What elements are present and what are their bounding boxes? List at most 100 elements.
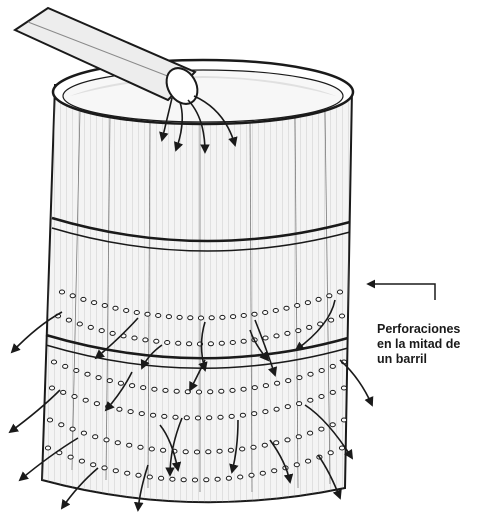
- perforation-hole: [327, 294, 332, 298]
- perforation-hole: [307, 325, 312, 329]
- perforation-hole: [181, 478, 186, 482]
- perforation-hole: [219, 341, 224, 345]
- perforation-hole: [141, 386, 146, 390]
- perforation-hole: [219, 389, 224, 393]
- perforation-hole: [152, 387, 157, 391]
- perforation-hole: [66, 318, 71, 322]
- perforation-hole: [308, 372, 313, 376]
- perforation-hole: [136, 473, 141, 477]
- perforation-hole: [231, 315, 236, 319]
- perforation-hole: [124, 309, 129, 313]
- perforation-hole: [204, 478, 209, 482]
- perforation-hole: [209, 316, 214, 320]
- perforation-hole: [59, 423, 64, 427]
- perforation-hole: [163, 388, 168, 392]
- perforation-hole: [147, 475, 152, 479]
- perforation-hole: [134, 311, 139, 315]
- callout-line-3: un barril: [377, 352, 489, 367]
- perforation-hole: [145, 312, 150, 316]
- perforation-hole: [188, 316, 193, 320]
- perforation-hole: [72, 395, 77, 399]
- perforation-hole: [93, 435, 98, 439]
- perforation-hole: [138, 445, 143, 449]
- perforation-hole: [240, 447, 245, 451]
- perforation-hole: [79, 459, 84, 463]
- perforation-hole: [51, 360, 56, 364]
- perforation-hole: [284, 306, 289, 310]
- perforation-hole: [151, 413, 156, 417]
- perforation-hole: [81, 297, 86, 301]
- perforation-hole: [308, 398, 313, 402]
- perforation-hole: [170, 477, 175, 481]
- perforation-hole: [263, 311, 268, 315]
- perforation-hole: [296, 329, 301, 333]
- perforation-hole: [241, 339, 246, 343]
- perforation-hole: [81, 431, 86, 435]
- perforation-hole: [176, 341, 181, 345]
- perforation-hole: [143, 338, 148, 342]
- perforation-hole: [230, 388, 235, 392]
- perforation-hole: [128, 410, 133, 414]
- perforation-hole: [297, 376, 302, 380]
- perforation-hole: [339, 314, 344, 318]
- perforation-hole: [154, 339, 159, 343]
- perforation-hole: [341, 386, 346, 390]
- perforation-hole: [328, 451, 333, 455]
- perforation-hole: [229, 414, 234, 418]
- perforation-hole: [59, 290, 64, 294]
- perforation-hole: [228, 448, 233, 452]
- perforation-hole: [110, 331, 115, 335]
- perforation-hole: [206, 450, 211, 454]
- perforation-hole: [263, 384, 268, 388]
- perforation-hole: [337, 290, 342, 294]
- perforation-hole: [263, 336, 268, 340]
- perforation-hole: [294, 463, 299, 467]
- perforation-hole: [263, 410, 268, 414]
- perforation-hole: [187, 342, 192, 346]
- perforation-hole: [306, 459, 311, 463]
- perforation-hole: [113, 306, 118, 310]
- perforation-hole: [161, 448, 166, 452]
- perforation-hole: [341, 418, 346, 422]
- perforation-hole: [185, 390, 190, 394]
- perforation-hole: [207, 416, 212, 420]
- perforation-hole: [94, 402, 99, 406]
- perforation-hole: [329, 318, 334, 322]
- perforation-hole: [117, 407, 122, 411]
- perforation-hole: [252, 312, 257, 316]
- perforation-hole: [285, 438, 290, 442]
- perforation-hole: [99, 329, 104, 333]
- perforation-hole: [49, 386, 54, 390]
- perforation-hole: [285, 331, 290, 335]
- perforation-hole: [251, 445, 256, 449]
- perforation-hole: [68, 455, 73, 459]
- perforation-hole: [113, 469, 118, 473]
- perforation-hole: [208, 342, 213, 346]
- perforation-hole: [102, 466, 107, 470]
- perforation-hole: [208, 390, 213, 394]
- perforation-hole: [74, 369, 79, 373]
- perforation-hole: [305, 301, 310, 305]
- perforation-hole: [240, 413, 245, 417]
- perforation-hole: [165, 341, 170, 345]
- perforation-hole: [215, 477, 220, 481]
- perforation-hole: [272, 469, 277, 473]
- perforation-hole: [226, 476, 231, 480]
- perforation-hole: [173, 415, 178, 419]
- perforation-hole: [274, 334, 279, 338]
- perforation-hole: [330, 423, 335, 427]
- callout-line-1: Perforaciones: [377, 322, 489, 337]
- perforation-hole: [107, 379, 112, 383]
- perforation-hole: [241, 387, 246, 391]
- perforation-hole: [125, 471, 130, 475]
- perforation-hole: [104, 438, 109, 442]
- perforation-hole: [295, 304, 300, 308]
- perforation-hole: [196, 390, 201, 394]
- perforation-hole: [286, 379, 291, 383]
- perforation-hole: [275, 381, 280, 385]
- perforation-hole: [260, 471, 265, 475]
- perforation-hole: [156, 314, 161, 318]
- perforation-hole: [220, 315, 225, 319]
- barrel: [42, 60, 353, 502]
